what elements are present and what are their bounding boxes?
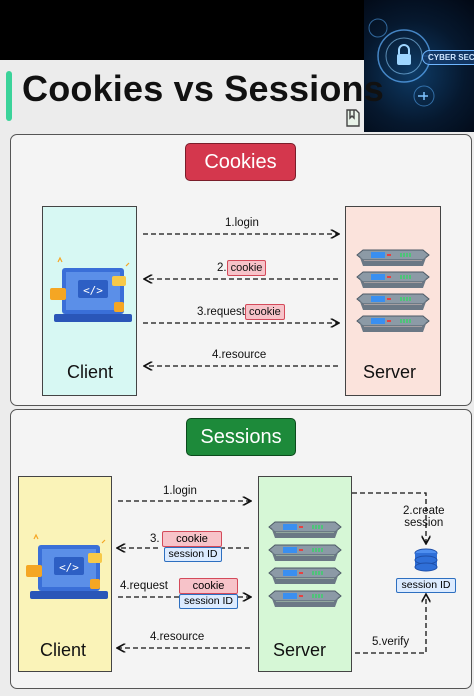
page-title: Cookies vs Sessions bbox=[22, 68, 384, 109]
sessions-step4-sessionid-pill: session ID bbox=[179, 594, 238, 609]
sessions-step3-sessionid-pill: session ID bbox=[164, 547, 222, 562]
cookies-server-label: Server bbox=[363, 362, 417, 382]
client-laptop-icon bbox=[49, 257, 133, 323]
sessions-step4-prefix: 4.request bbox=[120, 580, 168, 592]
cookies-step2-prefix: 2. bbox=[217, 262, 227, 274]
sessions-server-rack-icon bbox=[268, 521, 342, 608]
sessions-create-label: 2.create session bbox=[403, 505, 445, 529]
sessions-login-label: 1.login bbox=[163, 485, 197, 497]
cookies-step3-prefix: 3.request bbox=[197, 306, 245, 318]
sessions-step3-prefix: 3. bbox=[150, 533, 160, 545]
sessions-verify-label: 5.verify bbox=[372, 636, 410, 648]
cookies-step2-label: 2.cookie bbox=[217, 260, 267, 276]
database-icon bbox=[414, 548, 438, 572]
sessions-step4-cookie-pill: cookie bbox=[179, 578, 238, 594]
sessions-server-label: Server bbox=[273, 640, 327, 660]
cyber-security-label: CYBER SECU bbox=[422, 50, 474, 65]
cookies-resource-label: 4.resource bbox=[212, 349, 267, 361]
cookie-pill: cookie bbox=[244, 304, 285, 320]
sessions-resource-label: 4.resource bbox=[150, 631, 205, 643]
server-rack-icon bbox=[356, 249, 430, 333]
cookies-header: Cookies bbox=[185, 143, 296, 181]
bookmark-icon bbox=[346, 109, 360, 127]
sessions-arrow-2-create bbox=[352, 492, 426, 543]
title-accent-bar bbox=[6, 71, 12, 121]
sessions-header: Sessions bbox=[186, 418, 296, 456]
sessions-client-label: Client bbox=[40, 640, 87, 660]
database-session-id-label: session ID bbox=[396, 578, 456, 593]
cookies-client-label: Client bbox=[67, 362, 114, 382]
cookie-pill: cookie bbox=[226, 260, 267, 276]
sessions-client-laptop-icon bbox=[25, 534, 109, 600]
cyber-security-banner: CYBER SECU bbox=[364, 0, 474, 132]
sessions-step3-cookie-pill: cookie bbox=[162, 531, 222, 547]
cookies-login-label: 1.login bbox=[225, 217, 259, 229]
